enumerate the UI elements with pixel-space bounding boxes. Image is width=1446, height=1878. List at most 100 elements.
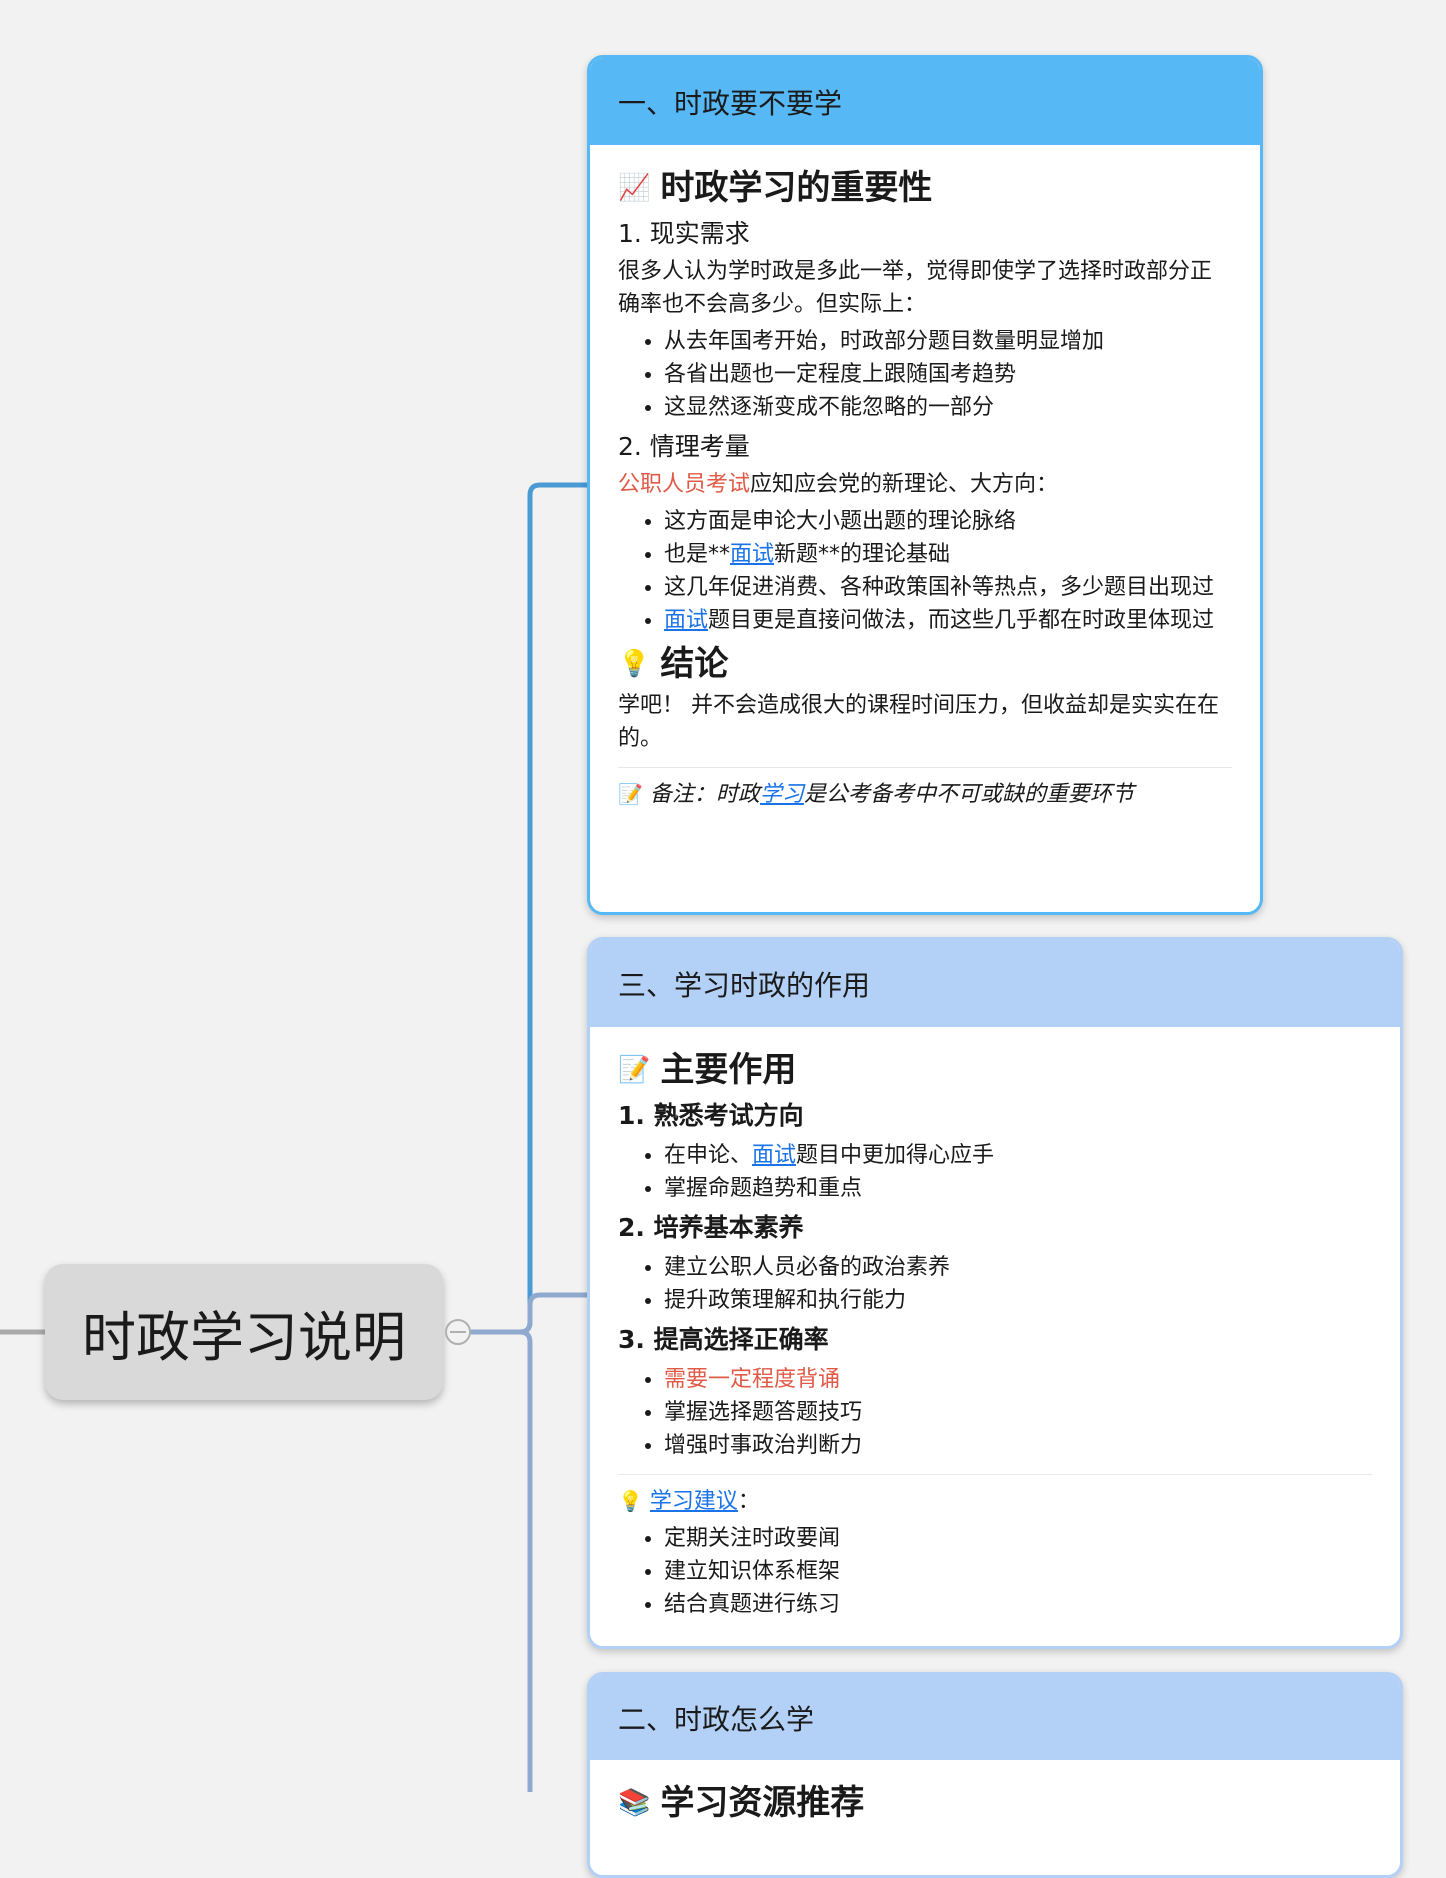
inline-link[interactable]: 学习建议 [649,1489,738,1514]
text-segment: 很多人认为学时政是多此一举，觉得即使学了选择时政部分正确率也不会高多少。 [618,259,1213,317]
text-segment: 结合真题进行练习 [664,1592,841,1617]
bullet-list: 定期关注时政要闻建立知识体系框架结合真题进行练习 [618,1522,1372,1621]
memo-icon: 📝 [618,782,643,806]
card-title: 二、时政怎么学 [618,1702,815,1736]
list-item: 定期关注时政要闻 [664,1522,1372,1555]
text-segment: 这几年促进消费、各种政策国补等热点， [664,575,1061,600]
section-heading: 学习资源推荐 [660,1783,865,1823]
list-item: 这方面是申论大小题出题的理论脉络 [664,505,1232,538]
tip-text: 学习建议： [650,1489,760,1514]
inline-link[interactable]: 学习 [759,782,804,807]
highlight-text: 需要一定程度背诵 [664,1367,841,1392]
list-item: 这显然逐渐变成不能忽略的一部分 [664,391,1232,424]
note-text: 备注：时政学习是公考备考中不可或缺的重要环节 [650,782,1134,807]
list-item: 这几年促进消费、各种政策国补等热点，多少题目出现过 [664,571,1232,604]
bold-text: 学吧！ [618,693,685,718]
divider [618,1474,1372,1475]
subheading: 1. 现实需求 [618,219,750,248]
root-topic[interactable]: 时政学习说明 [45,1264,443,1400]
list-item: 建立知识体系框架 [664,1555,1372,1588]
list-item: 在申论、面试题目中更加得心应手 [664,1139,1372,1172]
topic-card-1[interactable]: 一、时政要不要学 📈时政学习的重要性 1. 现实需求 很多人认为学时政是多此一举… [587,55,1263,915]
bullet-list: 需要一定程度背诵掌握选择题答题技巧增强时事政治判断力 [618,1363,1372,1462]
connector-card2 [467,1292,590,1335]
subheading: 1. 熟悉考试方向 [618,1101,804,1130]
text-segment: 掌握选择题答题技巧 [664,1400,863,1425]
collapse-toggle-icon[interactable] [445,1319,471,1345]
subheading: 2. 培养基本素养 [618,1213,804,1242]
bold-text: 但实际上 [816,292,905,317]
bullet-list: 这方面是申论大小题出题的理论脉络也是**面试新题**的理论基础这几年促进消费、各… [618,505,1232,637]
section-heading: 时政学习的重要性 [660,168,933,208]
list-item: 增强时事政治判断力 [664,1429,1372,1462]
text-segment: 这显然逐渐变成 [664,395,819,420]
note: 📝 备注：时政学习是公考备考中不可或缺的重要环节 [618,778,1232,811]
section-heading: 结论 [660,644,729,684]
text-segment: 题目中更加得心应手 [796,1143,995,1168]
list-item: 提升政策理解和执行能力 [664,1284,1372,1317]
connector-card3 [519,1329,533,1792]
tip: 💡 学习建议： [618,1485,1372,1518]
text-segment: ： [904,292,927,317]
text-segment: 的理论脉络 [906,509,1017,534]
topic-card-2[interactable]: 三、学习时政的作用 📝 主要作用 1. 熟悉考试方向 在申论、面试题目中更加得心应… [587,937,1403,1649]
highlight-text: 公职人员考试 [618,472,751,497]
bullet-list: 从去年国考开始，时政部分题目数量明显增加各省出题也一定程度上跟随国考趋势这显然逐… [618,325,1232,424]
text-segment: 也是** [664,542,731,567]
text-segment: 建立知识体系框架 [664,1559,841,1584]
card-header: 三、学习时政的作用 [590,940,1400,1027]
list-item: 需要一定程度背诵 [664,1363,1372,1396]
list-item: 结合真题进行练习 [664,1588,1372,1621]
root-title: 时政学习说明 [82,1305,406,1369]
bold-text: 从去年国考开始 [664,329,819,354]
list-item: 从去年国考开始，时政部分题目数量明显增加 [664,325,1232,358]
divider [618,767,1232,768]
card-header: 一、时政要不要学 [590,58,1260,145]
text-segment: 增强时事政治判断力 [664,1433,863,1458]
text-segment: 也一定程度上跟随国考趋势 [752,362,1017,387]
inline-link[interactable]: 面试 [752,1143,797,1168]
light-bulb-icon: 💡 [618,649,651,679]
bold-text: 直接问做法 [796,608,907,633]
paragraph: 学吧！ 并不会造成很大的课程时间压力，但收益却是实实在在的。 [618,689,1232,755]
list-item: 各省出题也一定程度上跟随国考趋势 [664,358,1232,391]
card-header: 二、时政怎么学 [590,1675,1400,1760]
list-item: 也是**面试新题**的理论基础 [664,538,1232,571]
text-segment: 掌握命题趋势和重点 [664,1176,863,1201]
bold-text: 不能忽略的一部分 [818,395,995,420]
list-item: 掌握命题趋势和重点 [664,1172,1372,1205]
memo-icon: 📝 [618,1055,651,1085]
text-segment: ，时政部分题目数量明显增加 [818,329,1105,354]
text-segment: 提升政策理解和执行能力 [664,1288,907,1313]
text-segment: 题目更是 [708,608,797,633]
text-segment: 在申论、 [664,1143,753,1168]
list-item: 建立公职人员必备的政治素养 [664,1251,1372,1284]
list-item: 掌握选择题答题技巧 [664,1396,1372,1429]
text-segment: 建立公职人员必备的政治素养 [664,1255,951,1280]
connector-card1 [467,482,590,1335]
card-title: 一、时政要不要学 [618,86,843,120]
books-icon: 📚 [618,1788,651,1818]
inline-link[interactable]: 面试 [730,542,775,567]
text-segment: 应知应会党的新理论、大方向： [750,472,1059,497]
mindmap-connectors [0,482,590,1792]
subheading: 2. 情理考量 [618,432,750,461]
inline-link[interactable]: 面试 [664,608,709,633]
card-title: 三、学习时政的作用 [618,968,871,1002]
paragraph: 很多人认为学时政是多此一举，觉得即使学了选择时政部分正确率也不会高多少。但实际上… [618,255,1232,321]
topic-card-3[interactable]: 二、时政怎么学 📚 学习资源推荐 [587,1672,1403,1878]
list-item: 面试题目更是直接问做法，而这些几乎都在时政里体现过 [664,604,1232,637]
text-segment: ，而这些几乎都在时政里体现过 [906,608,1215,633]
light-bulb-icon: 💡 [618,1489,643,1513]
subheading: 3. 提高选择正确率 [618,1325,829,1354]
text-segment: ： [737,1489,760,1514]
bullet-list: 建立公职人员必备的政治素养提升政策理解和执行能力 [618,1251,1372,1317]
bold-text: 申论大小题出题 [752,509,907,534]
section-heading: 主要作用 [660,1050,797,1090]
paragraph: 公职人员考试应知应会党的新理论、大方向： [618,468,1232,501]
text-segment: 是公考备考中不可或缺的重要环节 [803,782,1134,807]
text-segment: 定期关注时政要闻 [664,1526,841,1551]
text-segment: 这方面是 [664,509,753,534]
text-segment: 新题**的理论基础 [774,542,951,567]
bold-text: 各省出题 [664,362,753,387]
